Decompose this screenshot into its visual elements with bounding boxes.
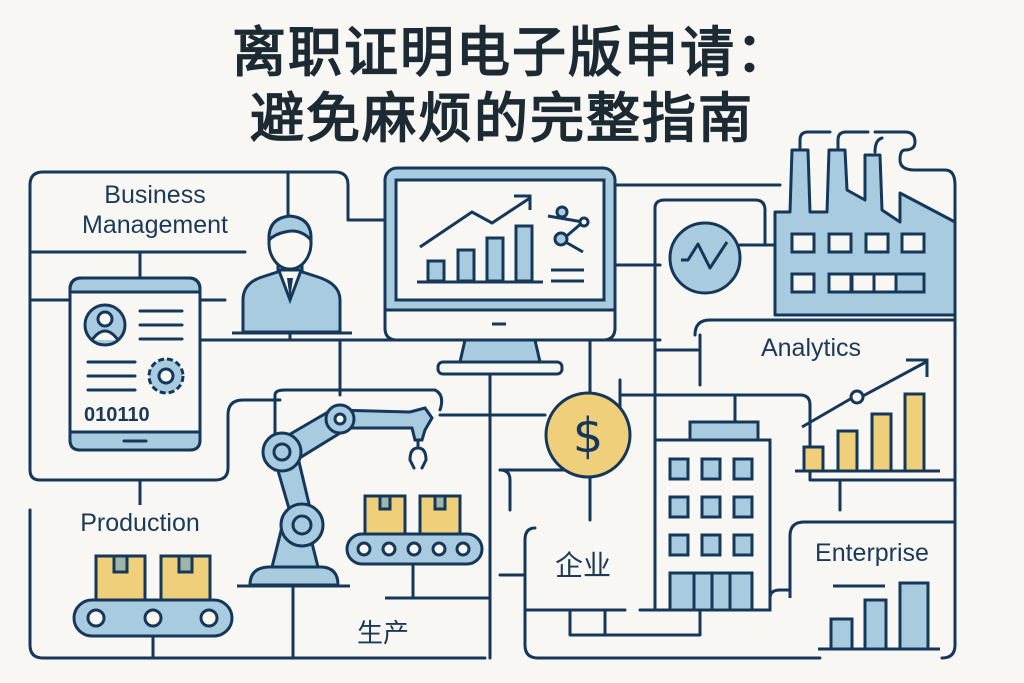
- factory-icon: [773, 148, 957, 317]
- enterprise-label: Enterprise: [815, 539, 929, 567]
- pulse-monitor-icon: [668, 221, 742, 295]
- gear-icon: [147, 357, 185, 395]
- page-title-line1: 离职证明电子版申请：: [232, 21, 792, 84]
- business-label-line1: Business: [104, 181, 205, 209]
- analytics-label: Analytics: [761, 334, 861, 362]
- conveyor-boxes-icon: [72, 554, 234, 658]
- monitor-chart-icon: [383, 166, 617, 376]
- robot-arm-icon: [237, 403, 434, 658]
- small-conveyor-icon: [345, 494, 490, 600]
- businessman-icon: [232, 214, 352, 340]
- tablet-profile-icon: 010110: [68, 276, 202, 452]
- enterprise-cn-label: 企业: [555, 549, 611, 582]
- analytics-bar-chart-icon: [795, 358, 940, 473]
- dollar-coin-icon: $: [544, 391, 632, 479]
- office-building-icon: [653, 420, 772, 612]
- enterprise-bar-chart-icon: [818, 581, 940, 651]
- binary-code-text: 010110: [84, 404, 150, 426]
- page-title-line2: 避免麻烦的完整指南: [250, 87, 754, 150]
- production-label: Production: [80, 509, 200, 537]
- business-label-line2: Management: [82, 211, 228, 239]
- production-cn-label: 生产: [357, 619, 409, 649]
- dollar-symbol: $: [573, 408, 604, 464]
